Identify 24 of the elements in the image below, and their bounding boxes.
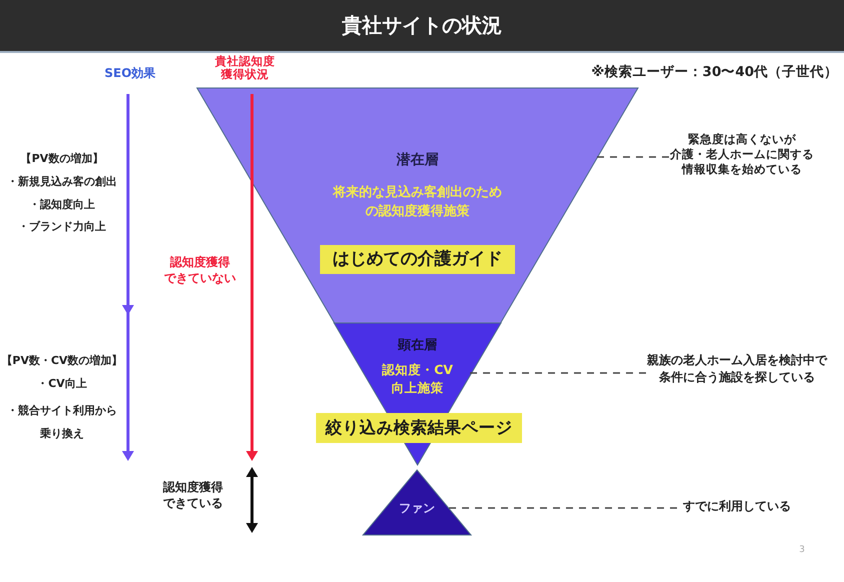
list-heading: 【PV数の増加】 bbox=[20, 152, 104, 166]
title-bar: 貴社サイトの状況 bbox=[0, 0, 844, 53]
bullet-text: ・新規見込み客の創出 bbox=[7, 175, 117, 189]
note-text: すでに利用している bbox=[683, 498, 791, 515]
list-heading: 【PV数・CV数の増加】 bbox=[1, 354, 123, 368]
bullet-text: ・認知度向上 bbox=[29, 198, 95, 212]
layer-label: ファン bbox=[399, 500, 435, 516]
band-text: 認知度・CV向上施策 bbox=[382, 361, 453, 397]
note-text: 緊急度は高くないが介護・老人ホームに関する情報収集を始めている bbox=[670, 132, 814, 177]
page-number: 3 bbox=[799, 544, 805, 556]
bullet-text: ・CV向上 bbox=[37, 377, 87, 391]
bullet-text: ・競合サイト利用から乗り換え bbox=[7, 403, 117, 442]
status-label: 認知度獲得できていない bbox=[164, 254, 236, 286]
layer-label: 顕在層 bbox=[398, 337, 437, 354]
status-label: 認知度獲得できている bbox=[163, 479, 223, 511]
note-text: 親族の老人ホーム入居を検討中で条件に合う施設を探している bbox=[647, 352, 827, 386]
heading-label: SEO効果 bbox=[104, 65, 156, 81]
note-text: ※検索ユーザー：30〜40代（子世代） bbox=[591, 63, 838, 81]
layer-label: 潜在層 bbox=[396, 151, 438, 169]
heading-label: 貴社認知度獲得状況 bbox=[215, 55, 275, 81]
band-text: 将来的な見込み客創出のための認知度獲得施策 bbox=[333, 184, 502, 221]
highlight-box: 絞り込み検索結果ページ bbox=[316, 413, 522, 443]
highlight-box: はじめての介護ガイド bbox=[320, 245, 515, 274]
bullet-text: ・ブランド力向上 bbox=[18, 220, 106, 234]
